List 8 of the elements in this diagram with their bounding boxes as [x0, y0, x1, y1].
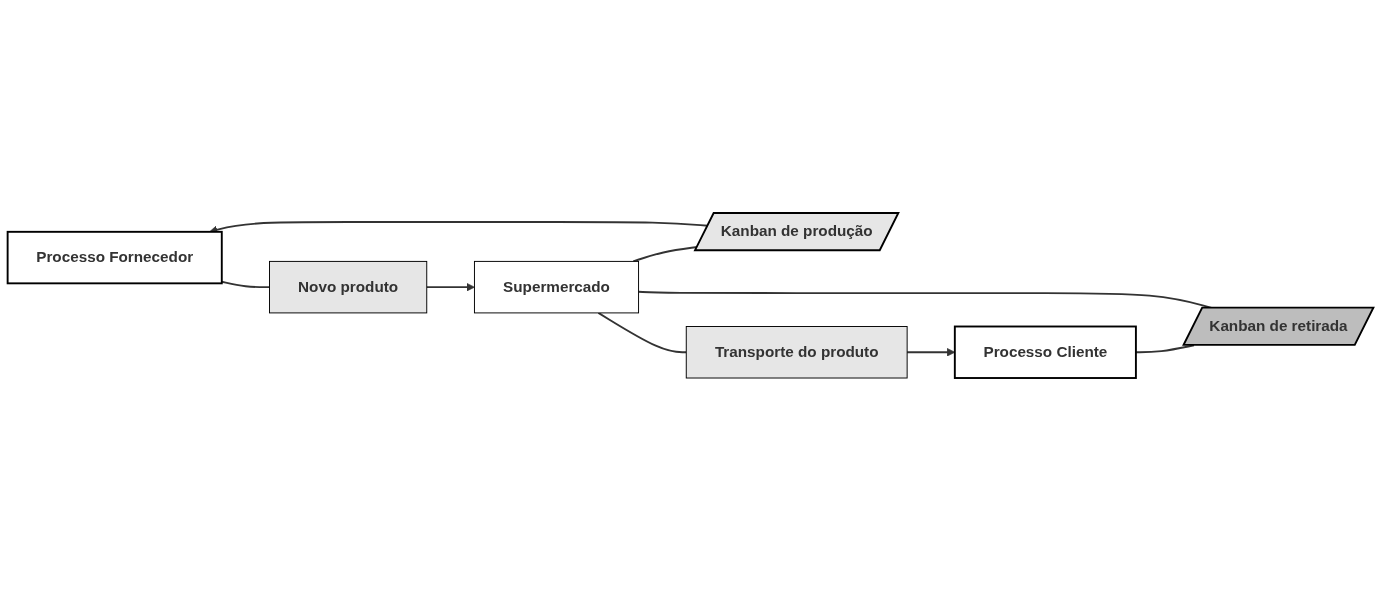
node-box: Processo Fornecedor: [6, 230, 223, 285]
node-box: Transporte do produto: [685, 326, 908, 379]
node-box: Supermercado: [473, 260, 640, 314]
connector: [220, 280, 271, 289]
arrow: [425, 282, 475, 292]
node-box: Processo Cliente: [953, 325, 1137, 379]
node-box: Novo produto: [269, 260, 428, 314]
connector: [597, 311, 688, 354]
